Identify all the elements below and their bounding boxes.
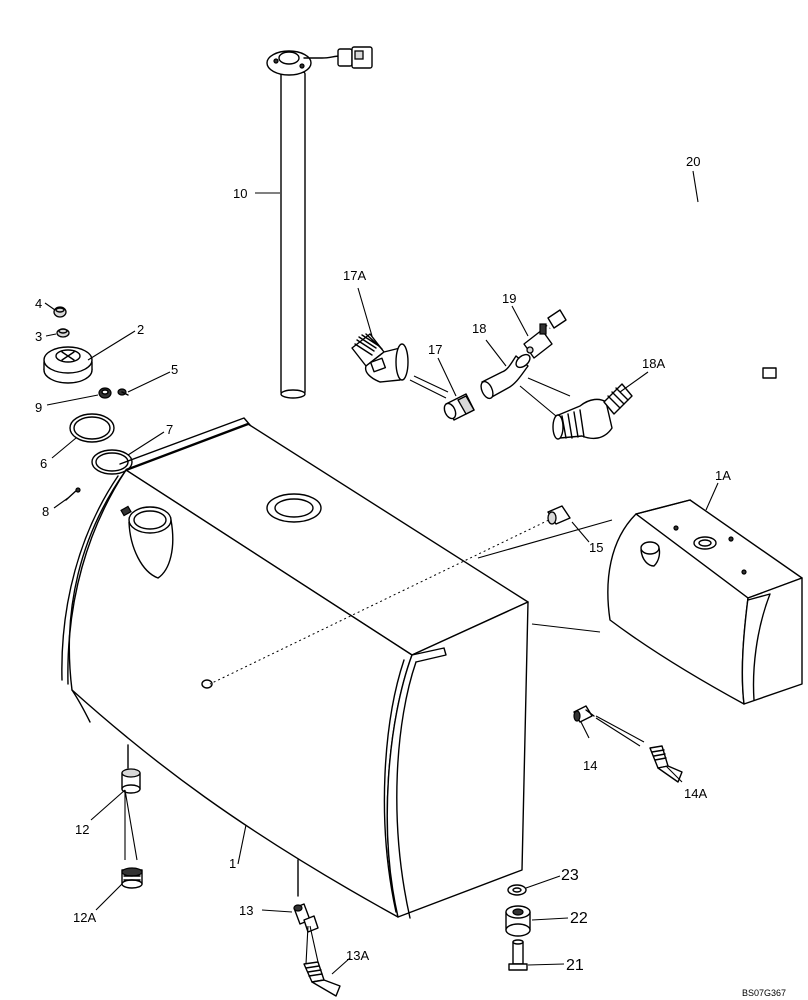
callout-13A: 13A [346, 948, 369, 963]
callout-10: 10 [233, 186, 247, 201]
callout-17A: 17A [343, 268, 366, 283]
callout-15: 15 [589, 540, 603, 555]
callout-3: 3 [35, 329, 42, 344]
leader-lines [44, 170, 719, 975]
sender-tube-part-10 [266, 46, 373, 399]
callout-8: 8 [42, 504, 49, 519]
callout-22: 22 [570, 910, 588, 927]
callout-6: 6 [40, 456, 47, 471]
hose-part-20 [546, 201, 777, 379]
spacer-part-22 [505, 905, 531, 937]
plug-part-12 [121, 768, 141, 794]
callout-labels: 10 4 3 2 5 9 6 7 8 17A 17 18 19 20 18A 1… [35, 154, 786, 998]
callout-4: 4 [35, 296, 42, 311]
callout-1A: 1A [715, 468, 731, 483]
callout-19: 19 [502, 291, 516, 306]
part-9 [98, 387, 112, 399]
nipple-part-17 [443, 393, 475, 421]
callout-12: 12 [75, 822, 89, 837]
plug-part-15 [547, 505, 571, 525]
callout-21: 21 [566, 957, 584, 974]
callout-7: 7 [166, 422, 173, 437]
fitting-part-14A [649, 745, 683, 783]
screw-part-5 [117, 388, 129, 396]
bolt-part-21 [508, 939, 528, 971]
drawing-code: BS07G367 [742, 988, 786, 998]
ring-part-7 [91, 449, 133, 475]
washer-part-23 [507, 884, 527, 896]
inset-tank-part-1A [607, 499, 803, 705]
callout-2: 2 [137, 322, 144, 337]
hose-barb-part-18 [480, 353, 531, 400]
leader-15-dashed [209, 517, 554, 685]
part-4 [53, 306, 67, 318]
callout-9: 9 [35, 400, 42, 415]
callout-12A: 12A [73, 910, 96, 925]
fitting-part-13 [293, 903, 319, 933]
callout-18A: 18A [642, 356, 665, 371]
fitting-part-13A [303, 961, 341, 997]
fuel-tank-part-1 [61, 417, 529, 919]
plug-part-12A [121, 867, 143, 889]
callout-14: 14 [583, 758, 597, 773]
callout-23: 23 [561, 867, 579, 884]
inset-connector-lines [477, 519, 613, 633]
callout-17: 17 [428, 342, 442, 357]
callout-14A: 14A [684, 786, 707, 801]
callout-20: 20 [686, 154, 700, 169]
callout-1: 1 [229, 856, 236, 871]
callout-18: 18 [472, 321, 486, 336]
fitting-part-14 [573, 705, 595, 723]
part-3 [56, 328, 70, 338]
callout-5: 5 [171, 362, 178, 377]
gasket-part-6 [69, 413, 115, 443]
elbow-part-17A [351, 333, 409, 383]
elbow-part-18A [552, 383, 633, 440]
filler-cap-part-2 [43, 346, 93, 384]
callout-13: 13 [239, 903, 253, 918]
